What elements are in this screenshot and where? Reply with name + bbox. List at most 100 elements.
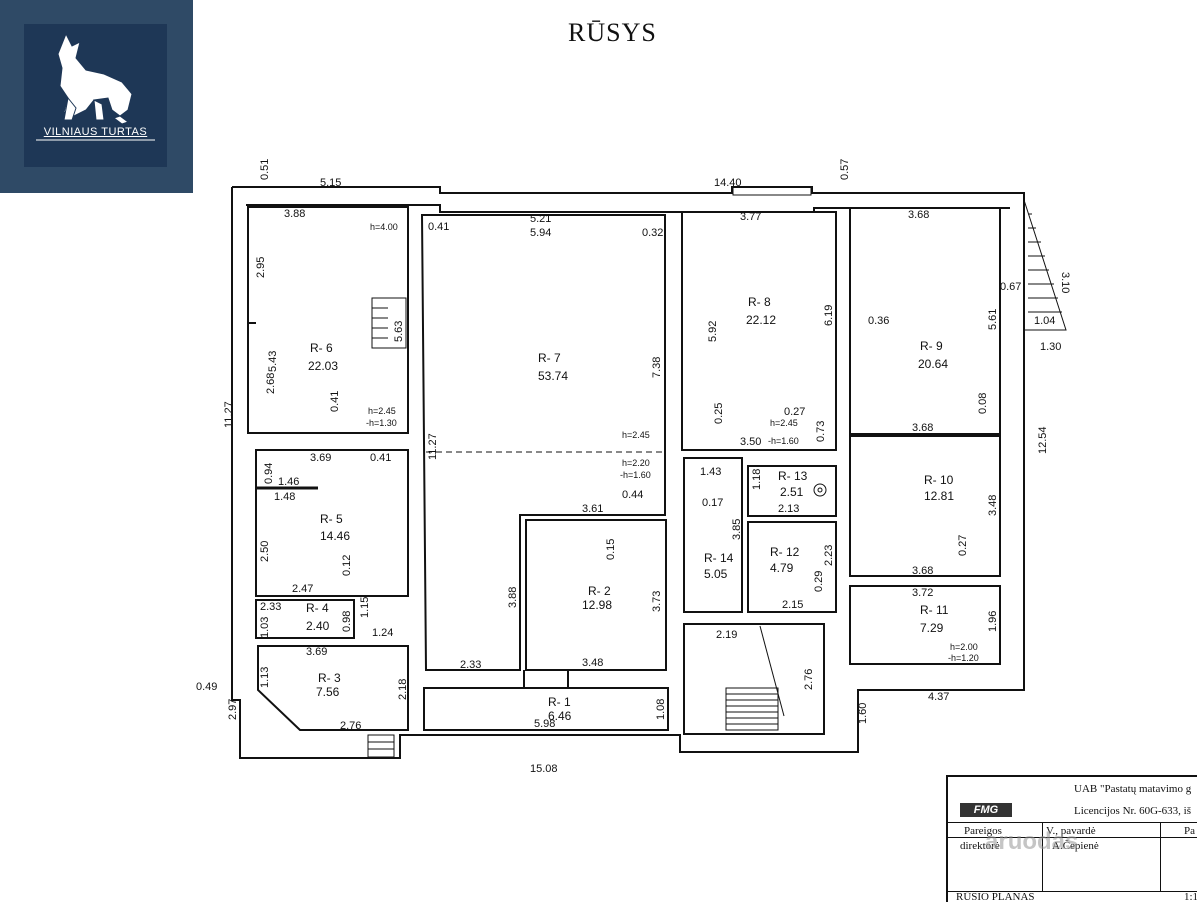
room-label-r8: R- 8	[748, 295, 771, 309]
room-area-r5: 14.46	[320, 529, 350, 543]
dim-r8-right: 6.19	[823, 305, 835, 326]
stair-room-wall	[683, 623, 825, 735]
room-label-r14: R- 14	[704, 551, 734, 565]
title-block: UAB "Pastatų matavimo g FMG Licencijos N…	[946, 775, 1197, 903]
room-r2-wall	[525, 519, 667, 671]
dim-r6-height: 5.43	[267, 351, 279, 372]
logo-brand-text: VILNIAUS TURTAS	[43, 126, 148, 138]
inner-outer-wall	[246, 204, 1010, 213]
room-area-r3: 7.56	[316, 685, 340, 699]
dim-r5-d1: 1.46	[278, 476, 299, 488]
dim-r7-h2: h=2.20	[622, 458, 650, 468]
dim-bottom-left-h: 2.97	[227, 699, 239, 720]
room-label-r5: R- 5	[320, 512, 343, 526]
dim-r3-top: 3.69	[306, 646, 327, 658]
tb-col3: Pa	[1184, 825, 1195, 837]
dim-r6-top: 3.88	[284, 208, 305, 220]
room-area-r6: 22.03	[308, 359, 338, 373]
dim-r12-right: 2.23	[823, 545, 835, 566]
room-r12-wall	[747, 521, 837, 613]
dim-r6-left: 2.95	[255, 257, 267, 278]
dim-stair-h: 2.76	[803, 669, 815, 690]
dim-top-left: 5.15	[320, 177, 341, 189]
dim-r11-top: 3.72	[912, 587, 933, 599]
room-label-r3: R- 3	[318, 671, 341, 685]
wolf-icon	[36, 32, 155, 141]
dim-r4-d2: 1.15	[359, 597, 371, 618]
room-area-r12: 4.79	[770, 561, 794, 575]
dim-r2-top: 3.61	[582, 503, 603, 515]
dim-r6-h3: -h=1.30	[366, 418, 397, 428]
room-area-r14: 5.05	[704, 567, 728, 581]
tb-license: Licencijos Nr. 60G-633, iš	[1074, 805, 1192, 817]
room-label-r1: R- 1	[548, 695, 571, 709]
dim-bottom-total: 15.08	[530, 763, 558, 775]
room-label-r7: R- 7	[538, 351, 561, 365]
dim-r5-left-a: 0.94	[263, 463, 275, 484]
room-area-r11: 7.29	[920, 621, 944, 635]
dim-bottom-left-w: 0.49	[196, 681, 217, 693]
dimension-labels: 5.15 14.40 0.51 0.57 11.27 15.08 12.54 2…	[196, 159, 1071, 775]
room-area-r2: 12.98	[582, 598, 612, 612]
dim-r4-d3: 1.24	[372, 627, 393, 639]
dim-r5-d2: 1.48	[274, 491, 295, 503]
dim-r7-door: 0.44	[622, 489, 643, 501]
room-label-r11: R- 11	[920, 603, 949, 617]
tb-role-label: Pareigos	[964, 825, 1002, 837]
dim-r5-door: 0.41	[370, 452, 391, 464]
dim-r7-right: 7.38	[651, 357, 663, 378]
room-r11-wall	[849, 585, 1001, 665]
room-label-r2: R- 2	[588, 584, 611, 598]
dim-r9-gap: 0.67	[1000, 281, 1021, 293]
room-r13-wall	[747, 465, 837, 517]
room-area-r1: 6.46	[548, 709, 572, 723]
room-label-r12: R- 12	[770, 545, 800, 559]
dim-r9-d: 0.08	[977, 393, 989, 414]
dim-r7-h3: -h=1.60	[620, 470, 651, 480]
room-area-r9: 20.64	[918, 357, 948, 371]
dim-r12-bottom: 2.15	[782, 599, 803, 611]
dim-r8-left: 5.92	[707, 321, 719, 342]
dim-r7-top-a: 5.21	[530, 213, 551, 225]
dim-r7-h: h=2.45	[622, 430, 650, 440]
room-r4-wall	[255, 599, 355, 639]
room-r10-wall	[849, 435, 1001, 577]
tb-name: A.Čepienė	[1052, 840, 1099, 852]
dim-r10-d: 0.27	[957, 535, 969, 556]
room-r3-wall	[257, 645, 409, 731]
dim-r3-left: 1.13	[259, 667, 271, 688]
dim-r5-top: 3.69	[310, 452, 331, 464]
dim-r7-top-b: 5.94	[530, 227, 551, 239]
dim-bottom-right-h: 1.60	[857, 703, 869, 724]
dim-r9-right: 5.61	[987, 309, 999, 330]
dim-r3-bottom: 2.76	[340, 720, 361, 732]
dim-r6-side: 2.68	[265, 373, 277, 394]
dim-top-total: 14.40	[714, 177, 742, 189]
dim-r9-bottom: 3.68	[912, 422, 933, 434]
room-area-r8: 22.12	[746, 313, 776, 327]
dim-outer-left: 11.27	[223, 401, 235, 428]
dim-r3-right: 2.18	[397, 679, 409, 700]
dim-r8-d2: 0.27	[784, 406, 805, 418]
dim-r9-ext: 1.04	[1034, 315, 1055, 327]
dim-r8-h: h=2.45	[770, 418, 798, 428]
stairs-group	[367, 186, 1067, 758]
dim-r8-bottom: 3.50	[740, 436, 761, 448]
room-area-r7: 53.74	[538, 369, 568, 383]
room-area-r13: 2.51	[780, 485, 804, 499]
dim-r1-bottom: 5.98	[534, 718, 555, 730]
room-labels: R- 1 6.46 R- 2 12.98 R- 3 7.56 R- 4 2.40…	[306, 295, 954, 723]
tb-scale: 1:1	[1184, 891, 1197, 903]
dim-r10-bottom: 3.68	[912, 565, 933, 577]
dim-r11-h2: -h=1.20	[948, 653, 979, 663]
dim-r12-d: 0.29	[813, 571, 825, 592]
plan-title: RŪSYS	[568, 18, 657, 47]
room-r7-wall	[420, 214, 666, 671]
outer-wall	[231, 186, 1025, 759]
tb-name-label: V., pavardė	[1046, 825, 1096, 837]
dim-r5-left: 2.50	[259, 541, 271, 562]
dim-r7-door2: 0.17	[702, 497, 723, 509]
room-r6-wall	[247, 206, 409, 434]
room-area-r4: 2.40	[306, 619, 330, 633]
